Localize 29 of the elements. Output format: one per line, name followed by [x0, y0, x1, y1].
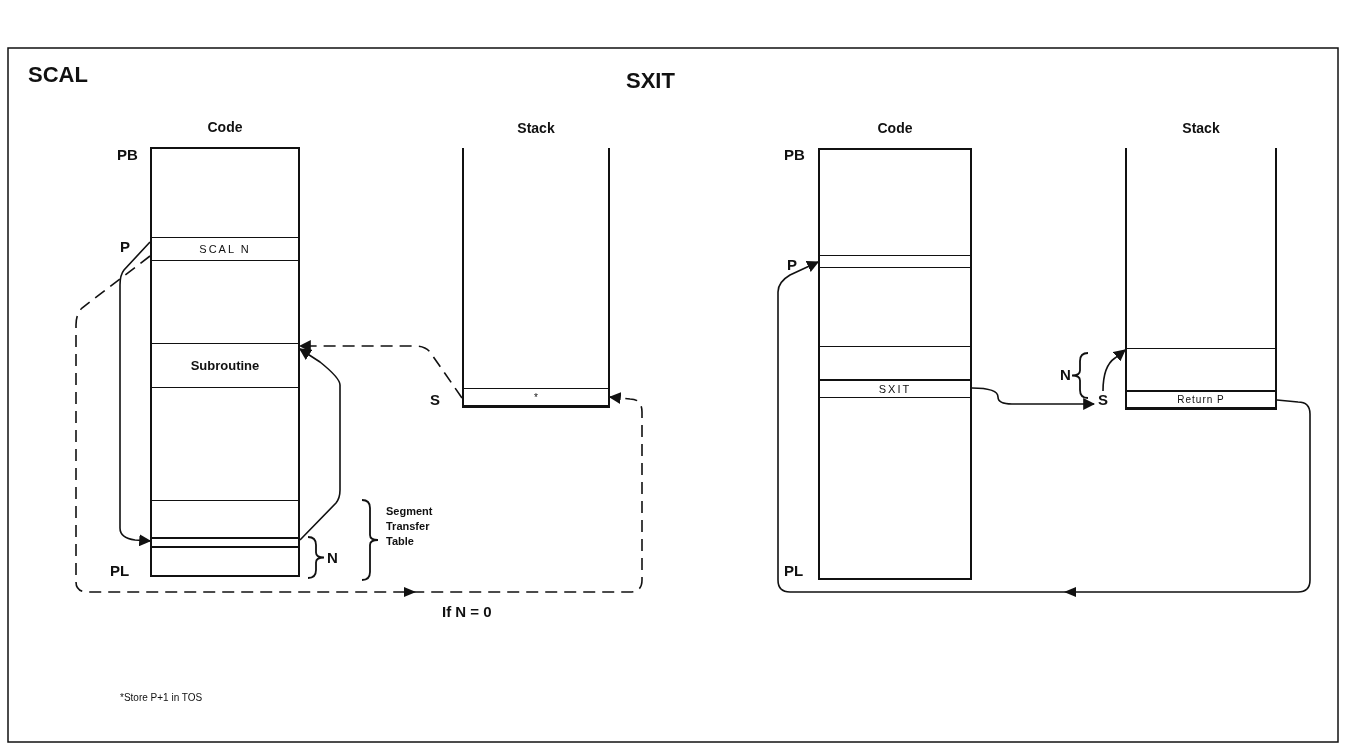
memory-slot: [150, 538, 300, 547]
memory-slot: *: [462, 388, 610, 406]
column-heading: Code: [206, 119, 244, 135]
pointer-label: P: [787, 256, 797, 273]
memory-slot: Return P: [1125, 391, 1277, 408]
memory-slot: SCAL N: [150, 237, 300, 261]
footnote: *Store P+1 in TOS: [120, 692, 203, 703]
brace-label: N: [327, 549, 338, 566]
pointer-label: PB: [784, 146, 805, 163]
brace-label: Segment Transfer Table: [386, 504, 434, 549]
section-heading: SXIT: [626, 68, 675, 94]
memory-slot: [818, 346, 972, 380]
pointer-label: P: [120, 238, 130, 255]
memory-slot: SXIT: [818, 380, 972, 398]
pointer-label: PL: [110, 562, 130, 579]
column-heading: Code: [876, 120, 914, 136]
section-heading: SCAL: [28, 62, 88, 88]
memory-slot: [1125, 348, 1277, 391]
pointer-label: PB: [117, 146, 138, 163]
column-heading: Stack: [1181, 120, 1221, 136]
pointer-label: S: [430, 391, 440, 408]
memory-slot: [818, 255, 972, 268]
memory-slot: [150, 500, 300, 538]
pointer-label: S: [1094, 391, 1112, 408]
memory-slot: Subroutine: [150, 343, 300, 388]
column-heading: Stack: [516, 120, 556, 136]
edge-label: If N = 0: [440, 603, 494, 620]
pointer-label: PL: [784, 562, 804, 579]
brace-label: N: [1060, 366, 1071, 383]
